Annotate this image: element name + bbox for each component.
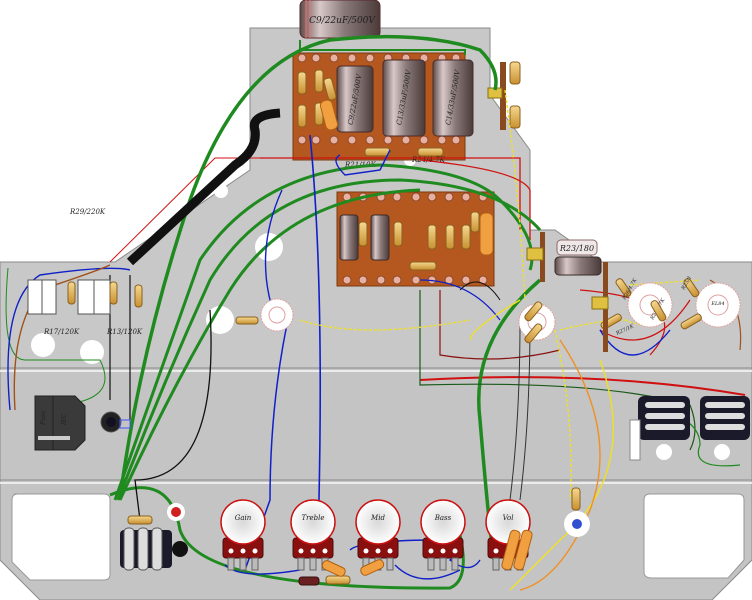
pot-lug [427, 557, 435, 571]
resistor [67, 281, 143, 308]
capacitor-orange [479, 212, 494, 256]
capacitor-c13: C13/33uF/500V [382, 59, 426, 137]
r13-label: R13/120K [106, 328, 143, 336]
resistor [325, 575, 351, 585]
resistor-r23: R23/180 [554, 239, 602, 276]
pot-mid[interactable]: Mid [355, 499, 401, 571]
pot-label: Gain [235, 514, 252, 522]
tube-socket-power-2: EL84 [695, 282, 741, 328]
pot-label: Mid [370, 514, 385, 522]
chassis-hole [206, 306, 234, 334]
iec-label: IEC [61, 413, 68, 426]
switch-block-left [27, 279, 57, 315]
chassis-hole [214, 184, 228, 198]
capacitor-orange [360, 559, 385, 576]
impedance-selector [629, 419, 641, 461]
pot-knob[interactable] [355, 499, 401, 545]
pot-lug [297, 557, 305, 571]
grounding-post [564, 487, 590, 537]
cap-c9-top-label: C9/22uF/500V [309, 16, 376, 26]
input-jack [120, 515, 188, 571]
pot-bass[interactable]: Bass [420, 499, 466, 571]
turret-board-middle [336, 191, 495, 287]
turret-row-top [297, 53, 461, 63]
resistor [358, 211, 480, 271]
capacitor-orange [501, 529, 521, 571]
pot-lug-hole [452, 548, 458, 554]
r29-label: R29/220K [69, 208, 106, 216]
resistor [297, 69, 337, 128]
pot-lug [439, 557, 447, 571]
capacitor-small [370, 214, 390, 261]
pot-lug [227, 557, 235, 571]
pot-lug [309, 557, 317, 571]
terminal-strip-top-right [487, 61, 521, 130]
pot-lug [239, 557, 247, 571]
pot-lug-hole [322, 548, 328, 554]
r24-label: R24/4.7K [411, 156, 446, 164]
pot-lug-hole [387, 548, 393, 554]
power-inlet: Fuse IEC [34, 395, 86, 451]
pot-lug-hole [252, 548, 258, 554]
chassis-hole [80, 340, 104, 364]
pot-lug-hole [363, 548, 369, 554]
turret-board-top: C9/22uF/500V C13/33uF/500V C14/33uF/500V [292, 52, 474, 161]
pot-treble[interactable]: Treble [290, 499, 336, 571]
pot-lug-hole [228, 548, 234, 554]
pot-lug-hole [310, 548, 316, 554]
resistor-r21 [364, 147, 391, 157]
panel-cutout-right [643, 493, 745, 579]
capacitor-c9-top: C9/22uF/500V [299, 0, 381, 39]
capacitor-orange [321, 560, 346, 577]
fuse-label: Fuse [40, 410, 47, 426]
indicator-led [167, 503, 185, 521]
pot-lug [451, 557, 459, 571]
chassis-middle-section [0, 367, 752, 481]
pot-label: Vol [503, 514, 514, 522]
pot-lug-hole [298, 548, 304, 554]
pot-lug-hole [240, 548, 246, 554]
pot-knob[interactable] [420, 499, 466, 545]
capacitor-c14: C14/33uF/500V [432, 59, 474, 137]
panel-cutout-left [11, 493, 111, 581]
pot-knob[interactable] [290, 499, 336, 545]
tube-socket-v2 [518, 301, 556, 344]
pot-lug-hole [440, 548, 446, 554]
r17-label: R17/120K [43, 328, 80, 336]
tube-socket-v1 [235, 298, 294, 332]
pot-label: Treble [301, 514, 324, 522]
chassis-hole [31, 333, 55, 357]
capacitor-orange [513, 529, 533, 571]
pot-lug-hole [375, 548, 381, 554]
capacitor-small [339, 214, 359, 261]
switch-block-right [77, 279, 111, 315]
pot-gain[interactable]: Gain [220, 499, 266, 571]
speaker-jack-1 [638, 396, 690, 460]
resistor-dark [298, 576, 320, 586]
tube-type-label: EL84 [710, 301, 724, 307]
capacitor-c9: C9/22uF/500V [336, 65, 374, 133]
pot-knob[interactable] [220, 499, 266, 545]
tube-socket-power-1: R22/4.7K [627, 282, 673, 328]
resistor [600, 278, 702, 330]
pot-lug-hole [493, 548, 499, 554]
pot-lug [251, 557, 259, 571]
capacitor-orange [319, 99, 339, 131]
resistor-r24 [417, 147, 444, 157]
r23-label: R23/180 [559, 244, 594, 253]
pot-lug [492, 557, 500, 571]
pot-lug-hole [428, 548, 434, 554]
speaker-jack-2 [700, 396, 750, 460]
pot-label: Bass [434, 514, 452, 522]
pot-lug [386, 557, 394, 571]
terminal-strip-right [526, 232, 609, 352]
power-switch [100, 411, 131, 433]
